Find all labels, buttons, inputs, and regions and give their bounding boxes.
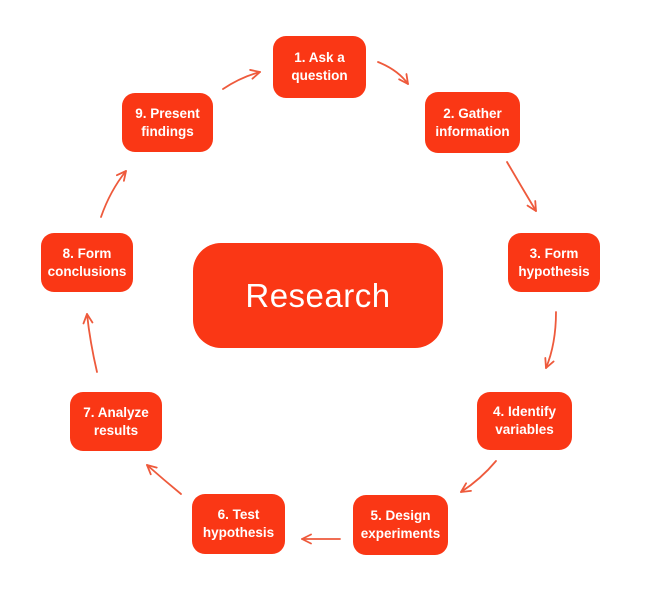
arrow-8-to-9 [100,170,127,218]
arrow-1-to-2 [377,61,409,85]
arrow-3-to-4 [544,311,557,369]
step-box-8-form-conclusions: 8. Form conclusions [41,233,133,292]
arrow-4-to-5 [460,460,497,493]
step-box-1-ask-a-question: 1. Ask a question [273,36,366,98]
center-node-research: Research [193,243,443,348]
arrow-7-to-8 [82,313,98,373]
arrow-2-to-3 [506,161,537,212]
arrow-6-to-7 [146,464,182,495]
step-box-6-test-hypothesis: 6. Test hypothesis [192,494,285,554]
step-box-5-design-experiments: 5. Design experiments [353,495,448,555]
step-box-2-gather-information: 2. Gather information [425,92,520,153]
arrow-9-to-1 [222,69,261,90]
step-box-3-form-hypothesis: 3. Form hypothesis [508,233,600,292]
step-box-9-present-findings: 9. Present findings [122,93,213,152]
step-box-4-identify-variables: 4. Identify variables [477,392,572,450]
step-box-7-analyze-results: 7. Analyze results [70,392,162,451]
